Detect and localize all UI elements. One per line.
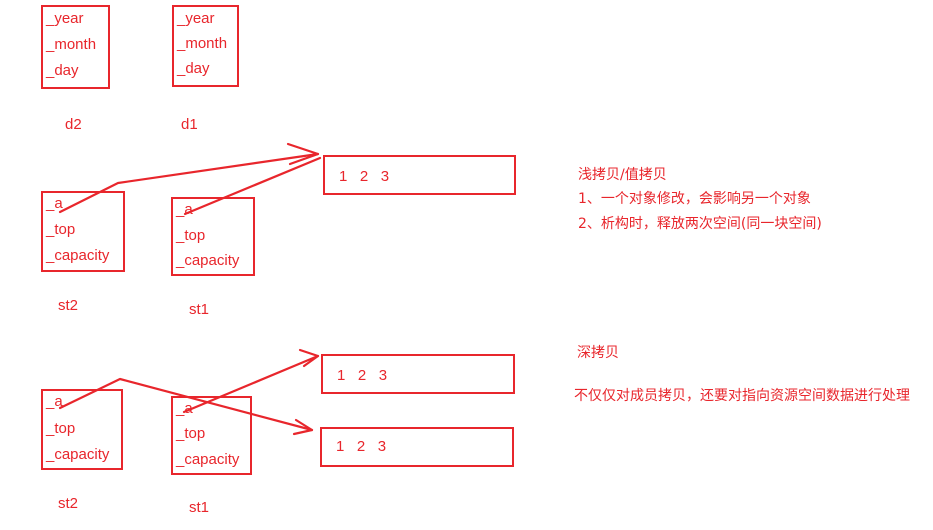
array-values: 1 2 3 xyxy=(339,168,390,185)
array-2-deep xyxy=(320,427,514,467)
object-st2-shallow xyxy=(41,191,125,272)
field-capacity: _capacity xyxy=(46,247,110,264)
field-top: _top xyxy=(46,420,76,437)
field-day: _day xyxy=(177,60,210,77)
shallow-copy-note-1: 1、一个对象修改，会影响另一个对象 xyxy=(578,191,811,207)
array-values: 1 2 3 xyxy=(336,438,387,455)
shallow-copy-note-2: 2、析构时，释放两次空间(同一块空间) xyxy=(578,216,822,232)
field-top: _top xyxy=(46,221,76,238)
field-month: _month xyxy=(177,35,228,52)
field-capacity: _capacity xyxy=(46,446,110,463)
arrow-st1-a-to-array xyxy=(183,156,322,216)
field-month: _month xyxy=(46,36,97,53)
arrowhead-st2 xyxy=(286,142,320,166)
field-capacity: _capacity xyxy=(176,451,240,468)
deep-copy-title: 深拷贝 xyxy=(577,345,619,361)
object-st1-shallow xyxy=(171,197,255,276)
label-d2: d2 xyxy=(65,116,82,133)
array-1-deep xyxy=(321,354,515,394)
field-year: _year xyxy=(177,10,215,27)
arrowhead-deep-st1 xyxy=(298,348,320,368)
field-a: _a xyxy=(46,195,63,212)
label-st2: st2 xyxy=(58,297,79,314)
field-top: _top xyxy=(176,425,206,442)
arrow-st2-a-to-array xyxy=(58,152,320,214)
field-a: _a xyxy=(46,393,63,410)
shared-array-shallow xyxy=(323,155,516,195)
field-year: _year xyxy=(46,10,84,27)
field-a: _a xyxy=(176,201,193,218)
deep-copy-note-1: 不仅仅对成员拷贝，还要对指向资源空间数据进行处理 xyxy=(574,388,910,404)
field-capacity: _capacity xyxy=(176,252,240,269)
arrowhead-deep-st2 xyxy=(292,418,314,436)
label-d1: d1 xyxy=(181,116,198,133)
field-a: _a xyxy=(176,400,193,417)
label-st1: st1 xyxy=(189,499,210,516)
field-day: _day xyxy=(46,62,79,79)
object-st2-deep xyxy=(41,389,123,470)
object-d2 xyxy=(41,5,110,89)
field-top: _top xyxy=(176,227,206,244)
shallow-copy-title: 浅拷贝/值拷贝 xyxy=(578,167,667,183)
label-st2: st2 xyxy=(58,495,79,512)
label-st1: st1 xyxy=(189,301,210,318)
object-d1 xyxy=(172,5,239,87)
object-st1-deep xyxy=(171,396,252,475)
array-values: 1 2 3 xyxy=(337,367,388,384)
arrow-deep-st2-a-to-array2 xyxy=(58,377,314,432)
arrow-deep-st1-a-to-array1 xyxy=(182,354,320,414)
